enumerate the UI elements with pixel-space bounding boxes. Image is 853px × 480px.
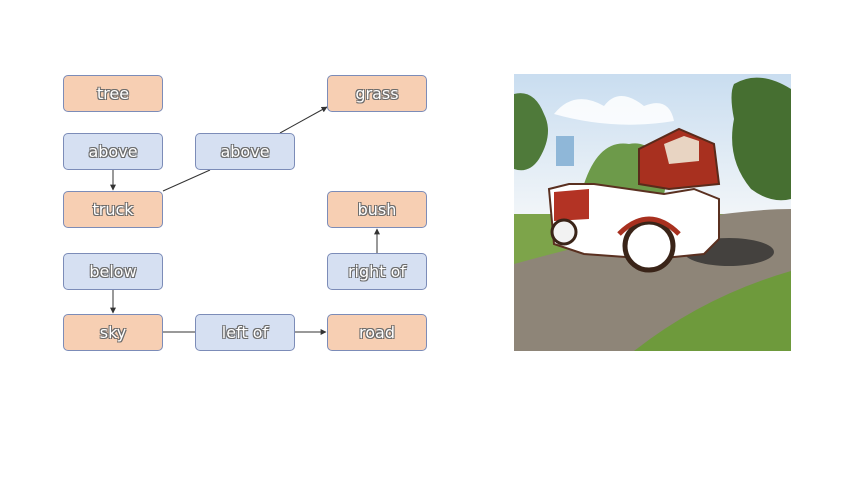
blue-panel xyxy=(556,136,574,166)
node-tree: tree xyxy=(63,75,163,112)
node-grass: grass xyxy=(327,75,427,112)
node-road: road xyxy=(327,314,427,351)
node-above-2: above xyxy=(195,133,295,170)
node-sky: sky xyxy=(63,314,163,351)
cloud-shape xyxy=(554,96,674,125)
tree-left xyxy=(514,93,548,171)
node-right-of: right of xyxy=(327,253,427,290)
node-below: below xyxy=(63,253,163,290)
truck-cab-window xyxy=(664,136,699,164)
tree-right xyxy=(731,77,791,201)
truck-wheel-front xyxy=(622,219,676,273)
truck-fender xyxy=(617,216,681,236)
node-truck: truck xyxy=(63,191,163,228)
node-bush: bush xyxy=(327,191,427,228)
truck-red-panel xyxy=(554,189,589,221)
edge-above2-grass xyxy=(279,106,328,134)
node-above: above xyxy=(63,133,163,170)
edge-truck-above2 xyxy=(162,169,211,192)
scene-photo xyxy=(514,74,791,351)
truck-wheel-rear xyxy=(550,218,578,246)
grass-foreground xyxy=(634,271,791,351)
node-left-of: left of xyxy=(195,314,295,351)
